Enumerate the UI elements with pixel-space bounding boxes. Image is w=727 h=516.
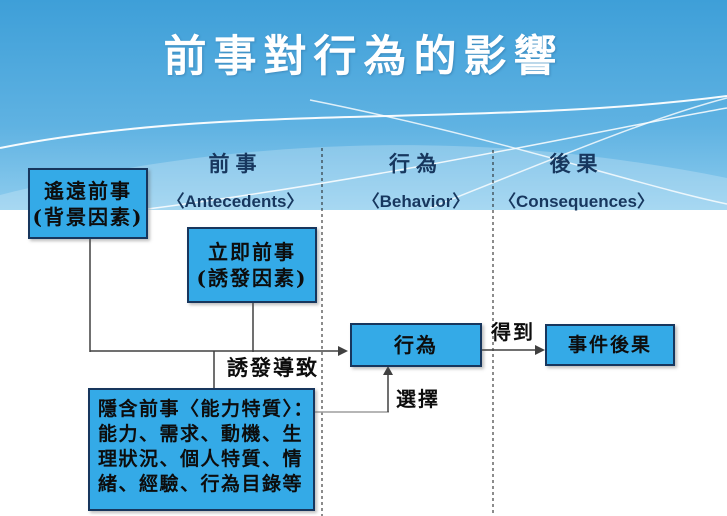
consequences-zh-label: 後果 xyxy=(549,151,604,176)
implicit-line-2: 能力、需求、動機、生 xyxy=(98,423,304,446)
select-arrowhead xyxy=(383,366,393,375)
event-outcome-label: 事件後果 xyxy=(567,333,652,356)
box-behavior: 行為 xyxy=(350,323,482,367)
remote-antecedent-line2: (背景因素) xyxy=(32,204,144,229)
select-edge-label: 選擇 xyxy=(396,387,440,411)
box-implicit-antecedent: 隱含前事〈能力特質〉： 能力、需求、動機、生 理狀況、個人特質、情 緒、經驗、行… xyxy=(88,388,315,511)
antecedents-en-label: 〈Antecedents〉 xyxy=(167,192,304,211)
column-header-behavior: 行為 〈Behavior〉 xyxy=(336,148,496,212)
box-remote-antecedent: 遙遠前事 (背景因素) xyxy=(28,168,148,239)
antecedents-zh-label: 前事 xyxy=(208,151,263,176)
implicit-line-1: 隱含前事〈能力特質〉： xyxy=(98,398,315,420)
immediate-antecedent-line1: 立即前事 xyxy=(208,240,296,264)
box-event-outcome: 事件後果 xyxy=(545,324,675,366)
implicit-line-4: 緒、經驗、行為目錄等 xyxy=(98,473,304,496)
behavior-zh-label: 行為 xyxy=(389,151,443,176)
obtain-edge-label: 得到 xyxy=(491,320,535,344)
trigger-arrowhead xyxy=(338,346,348,356)
remote-antecedent-line1: 遙遠前事 xyxy=(44,178,132,203)
behavior-box-label: 行為 xyxy=(394,333,438,357)
slide-title: 前事對行為的影響 xyxy=(163,32,564,82)
implicit-line-3: 理狀況、個人特質、情 xyxy=(98,448,304,471)
behavior-en-label: 〈Behavior〉 xyxy=(362,192,470,211)
consequences-en-label: 〈Consequences〉 xyxy=(499,192,654,211)
immediate-antecedent-line2: (誘發因素) xyxy=(196,266,308,290)
column-header-consequences: 後果 〈Consequences〉 xyxy=(484,148,669,212)
trigger-edge-label: 誘發導致 xyxy=(227,355,319,380)
column-header-antecedents: 前事 〈Antecedents〉 xyxy=(153,148,318,212)
box-immediate-antecedent: 立即前事 (誘發因素) xyxy=(187,227,317,303)
obtain-arrowhead xyxy=(535,345,545,355)
